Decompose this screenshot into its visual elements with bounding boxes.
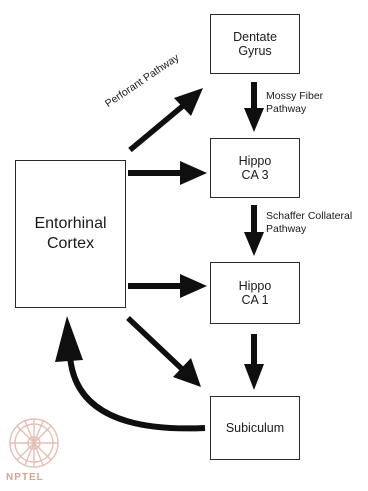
dentate-gyrus-label-line1: Dentate xyxy=(233,29,277,44)
hippo-ca1-box: Hippo CA 1 xyxy=(210,262,300,324)
hippo-ca1-label-line1: Hippo xyxy=(238,278,272,293)
dentate-gyrus-label-line2: Gyrus xyxy=(238,44,272,58)
schaffer-collateral-pathway-label: Schaffer Collateral Pathway xyxy=(266,210,352,236)
nptel-logo-icon xyxy=(9,418,59,468)
hippo-ca3-box: Hippo CA 3 xyxy=(210,138,300,198)
mossy-fiber-pathway-label-line1: Mossy Fiber xyxy=(266,90,324,102)
arrow-entorhinal-to-ca3 xyxy=(128,161,207,185)
arrow-entorhinal-to-subiculum xyxy=(126,316,201,387)
dentate-gyrus-box: Dentate Gyrus xyxy=(210,14,300,74)
arrow-entorhinal-to-ca1 xyxy=(128,274,207,298)
arrow-dentate-to-ca3 xyxy=(244,82,264,132)
schaffer-collateral-pathway-label-line2: Pathway xyxy=(266,223,307,236)
nptel-watermark-text: NPTEL xyxy=(6,472,44,483)
subiculum-label: Subiculum xyxy=(225,420,285,435)
entorhinal-cortex-box: Entorhinal Cortex xyxy=(15,160,126,308)
hippo-ca3-label-line1: Hippo xyxy=(238,153,272,168)
arrow-entorhinal-to-dentate xyxy=(128,88,203,153)
entorhinal-cortex-label-line2: Cortex xyxy=(46,235,95,252)
mossy-fiber-pathway-label: Mossy Fiber Pathway xyxy=(266,90,323,116)
hippo-ca3-label-line2: CA 3 xyxy=(241,168,269,182)
subiculum-box: Subiculum xyxy=(210,396,300,460)
arrow-ca1-to-subiculum xyxy=(244,334,264,390)
arrow-ca3-to-ca1 xyxy=(244,205,264,256)
mossy-fiber-pathway-label-line2: Pathway xyxy=(266,103,307,116)
arrow-subiculum-to-entorhinal xyxy=(55,316,206,432)
entorhinal-cortex-label-line1: Entorhinal xyxy=(34,215,107,232)
schaffer-collateral-pathway-label-line1: Schaffer Collateral xyxy=(266,210,353,222)
hippo-ca1-label-line2: CA 1 xyxy=(241,293,269,307)
